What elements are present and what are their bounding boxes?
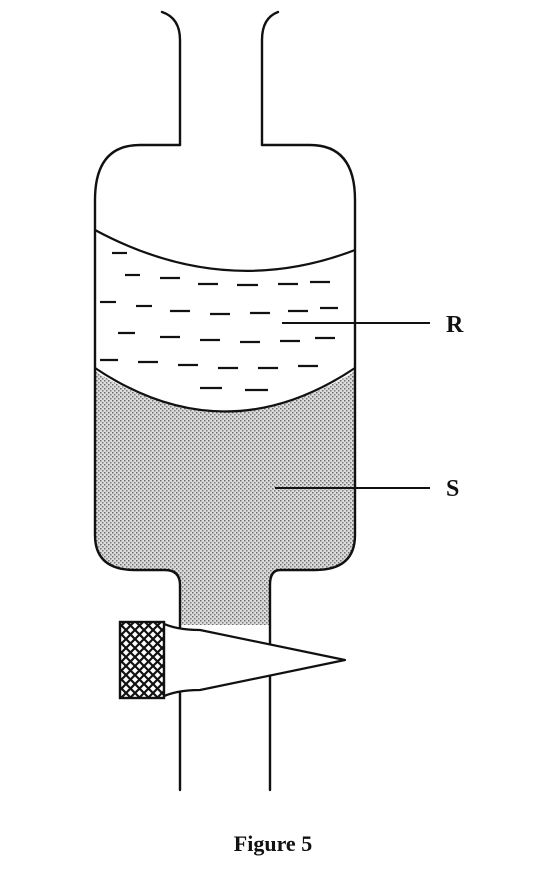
tap-handle [118,620,166,700]
label-r: R [446,312,464,338]
stopcock-tap [118,620,347,700]
upper-liquid-layer [100,251,338,392]
interface-meniscus [94,367,356,413]
funnel-outline [93,10,357,792]
label-s: S [446,476,459,502]
upper-meniscus [94,229,356,272]
figure-caption: Figure 5 [234,831,312,856]
lower-liquid-layer [95,368,355,625]
